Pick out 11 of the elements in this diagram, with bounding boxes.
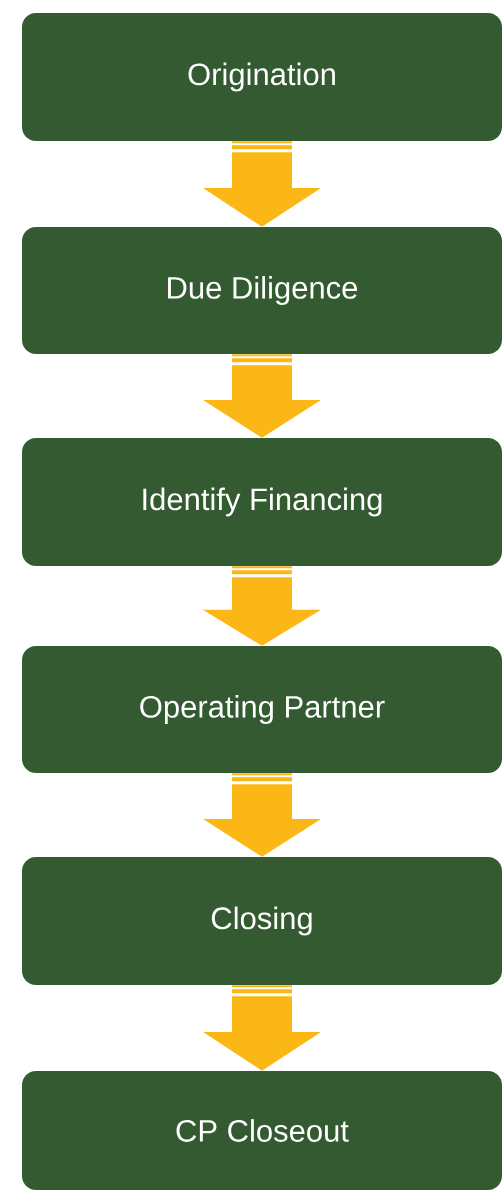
block-arrow xyxy=(203,985,321,1071)
process-box: Due Diligence xyxy=(22,227,502,354)
block-arrow xyxy=(203,566,321,646)
block-arrow xyxy=(203,773,321,857)
process-box: CP Closeout xyxy=(22,1071,502,1190)
block-arrow xyxy=(203,141,321,227)
process-box: Identify Financing xyxy=(22,438,502,566)
process-box: Origination xyxy=(22,13,502,141)
process-box: Operating Partner xyxy=(22,646,502,773)
process-box: Closing xyxy=(22,857,502,985)
block-arrow xyxy=(203,354,321,438)
